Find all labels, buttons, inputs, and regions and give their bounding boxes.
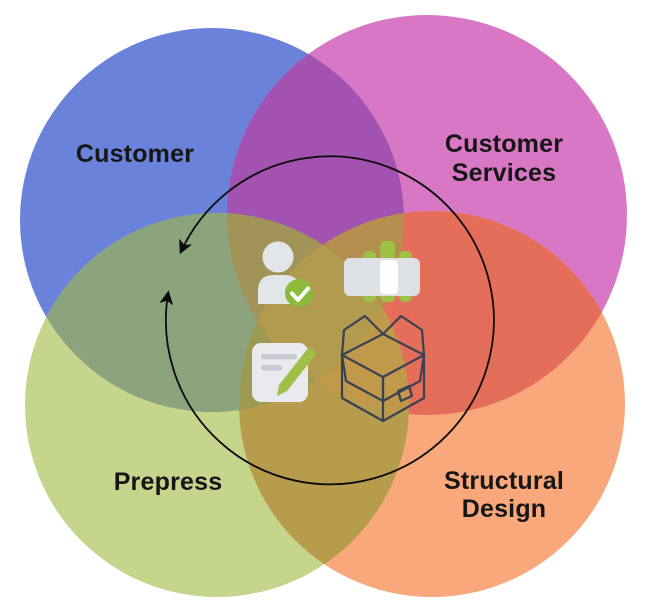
wrap-stripe — [380, 260, 398, 294]
person-head — [262, 241, 294, 273]
check-icon — [290, 286, 310, 302]
approved-user-icon — [258, 241, 313, 307]
open-box-icon — [340, 314, 426, 423]
overlap-center-all — [239, 213, 404, 412]
box-label-mark — [396, 384, 414, 403]
label-prepress: Prepress — [114, 468, 223, 496]
box-right-face — [381, 353, 426, 423]
label-customer-services-line1: Customer — [445, 130, 563, 158]
box-front-left-flap — [340, 353, 385, 403]
approval-badge — [285, 279, 313, 307]
note-line — [261, 365, 282, 371]
cycle-arrow — [159, 155, 495, 486]
note-line — [261, 354, 297, 360]
box-front-right-flap — [381, 353, 426, 403]
pencil-icon — [277, 347, 317, 396]
box-back-left-flap — [340, 314, 385, 357]
label-structural-design-line2: Design — [462, 495, 547, 523]
label-customer-services-line2: Services — [452, 159, 556, 187]
packaged-product-icon — [344, 241, 420, 302]
label-customer: Customer — [76, 140, 194, 168]
label-structural-design-line1: Structural — [444, 467, 564, 495]
edit-note-icon — [252, 343, 317, 402]
box-back-right-flap — [381, 314, 426, 357]
